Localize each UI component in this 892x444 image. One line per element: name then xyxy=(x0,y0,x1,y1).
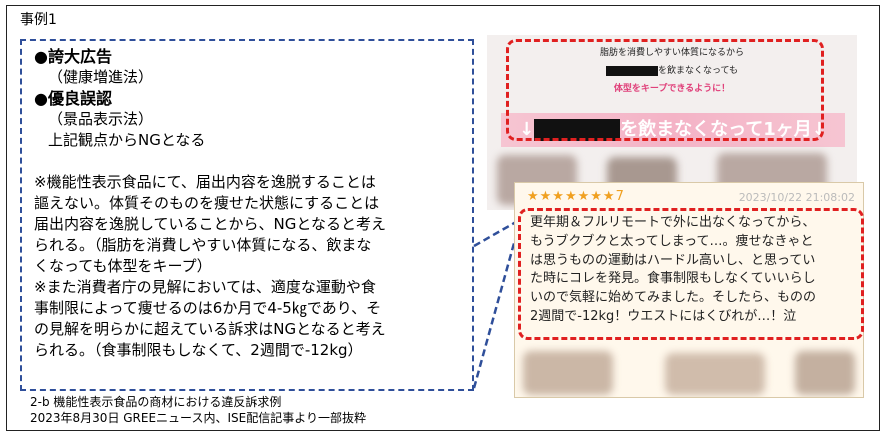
heading-misleading-law: （景品表示法） xyxy=(48,110,154,128)
censored-product-name xyxy=(605,65,658,76)
censored-product-name xyxy=(534,119,621,141)
review-screenshot: ★★★★★★★7 2023/10/22 21:08:02 xyxy=(514,182,864,398)
leader-line-bottom xyxy=(472,235,518,389)
leader-line-top xyxy=(473,220,517,248)
ad-highlight-box xyxy=(506,39,824,141)
review-line: いので気軽に始めてみました。そしたら、ものの xyxy=(530,290,817,306)
review-line: 更年期＆フルリモートで外に出なくなってから、 xyxy=(530,215,816,230)
review-date: 2023/10/22 21:08:02 xyxy=(738,191,855,204)
blurred-photo xyxy=(795,351,855,395)
review-highlight-box xyxy=(518,208,864,340)
body-line: られる。（食事制限もしなくて、2週間で-12kg） xyxy=(34,341,363,359)
caption-line1: 2-b 機能性表示食品の商材における違反訴求例 xyxy=(30,395,282,409)
ad-line1: 脂肪を消費しやすい体質になるから xyxy=(600,48,744,58)
body-line: 事制限によって痩せるのは6か月で4-5㎏であり、そ xyxy=(34,299,382,317)
heading-exaggerated-ad: ●誇大広告 xyxy=(34,47,112,66)
banner-text: を飲まなくなって1ヶ月↓ xyxy=(620,119,827,140)
caption-line2: 2023年8月30日 GREEニュース内、ISE配信記事より一部抜粋 xyxy=(30,411,366,425)
review-line: は思うものの運動はハードル高いし、と思ってい xyxy=(530,252,816,268)
review-line: た時にコレを発見。食事制限もしなくていいらし xyxy=(530,271,816,287)
body-line: の見解を明らかに超えている訴求はNGとなると考え xyxy=(34,320,386,338)
rating-stars: ★★★★★★★7 xyxy=(527,189,625,204)
ng-conclusion: 上記観点からNGとなる xyxy=(48,131,206,149)
explanation-callout xyxy=(20,39,474,391)
banner-arrow: ↓ xyxy=(519,119,535,140)
outer-frame xyxy=(6,5,880,431)
body-line: られる。（脂肪を消費しやすい体質になる、飲まな xyxy=(34,236,372,254)
blurred-photo xyxy=(665,353,765,395)
body-line: 謳えない。体質そのものを痩せた状態にすることは xyxy=(34,194,380,212)
blurred-photo xyxy=(523,351,613,395)
review-line: もうブクブクと太ってしまって…。痩せなきゃと xyxy=(530,233,814,249)
body-line: くなっても体型をキープ） xyxy=(34,257,212,275)
body-line: 届出内容を逸脱していることから、NGとなると考え xyxy=(34,215,386,233)
heading-exaggerated-ad-law: （健康増進法） xyxy=(48,68,154,86)
ad-banner: ↓ を飲まなくなって1ヶ月↓ xyxy=(501,113,845,147)
body-line: ※また消費者庁の見解においては、適度な運動や食 xyxy=(34,278,376,296)
review-text: 更年期＆フルリモートで外に出なくなってから、 もうブクブクと太ってしまって…。痩… xyxy=(530,214,826,327)
ad-line2: を飲まなくなっても xyxy=(487,63,857,76)
explanation-text: ●誇大広告 （健康増進法） ●優良誤認 （景品表示法） 上記観点からNGとなる … xyxy=(34,46,470,361)
case-title: 事例1 xyxy=(20,12,57,28)
ad-line3: 体型をキープできるように！ xyxy=(613,84,731,94)
figure-caption: 2-b 機能性表示食品の商材における違反訴求例 2023年8月30日 GREEニ… xyxy=(30,394,366,426)
review-line: 2週間で-12kg！ウエストにはくびれが…！泣 xyxy=(530,308,797,324)
heading-misleading: ●優良誤認 xyxy=(34,89,112,108)
ad-line2-text: を飲まなくなっても xyxy=(657,66,739,76)
body-line: ※機能性表示食品にて、届出内容を逸脱することは xyxy=(34,173,376,191)
